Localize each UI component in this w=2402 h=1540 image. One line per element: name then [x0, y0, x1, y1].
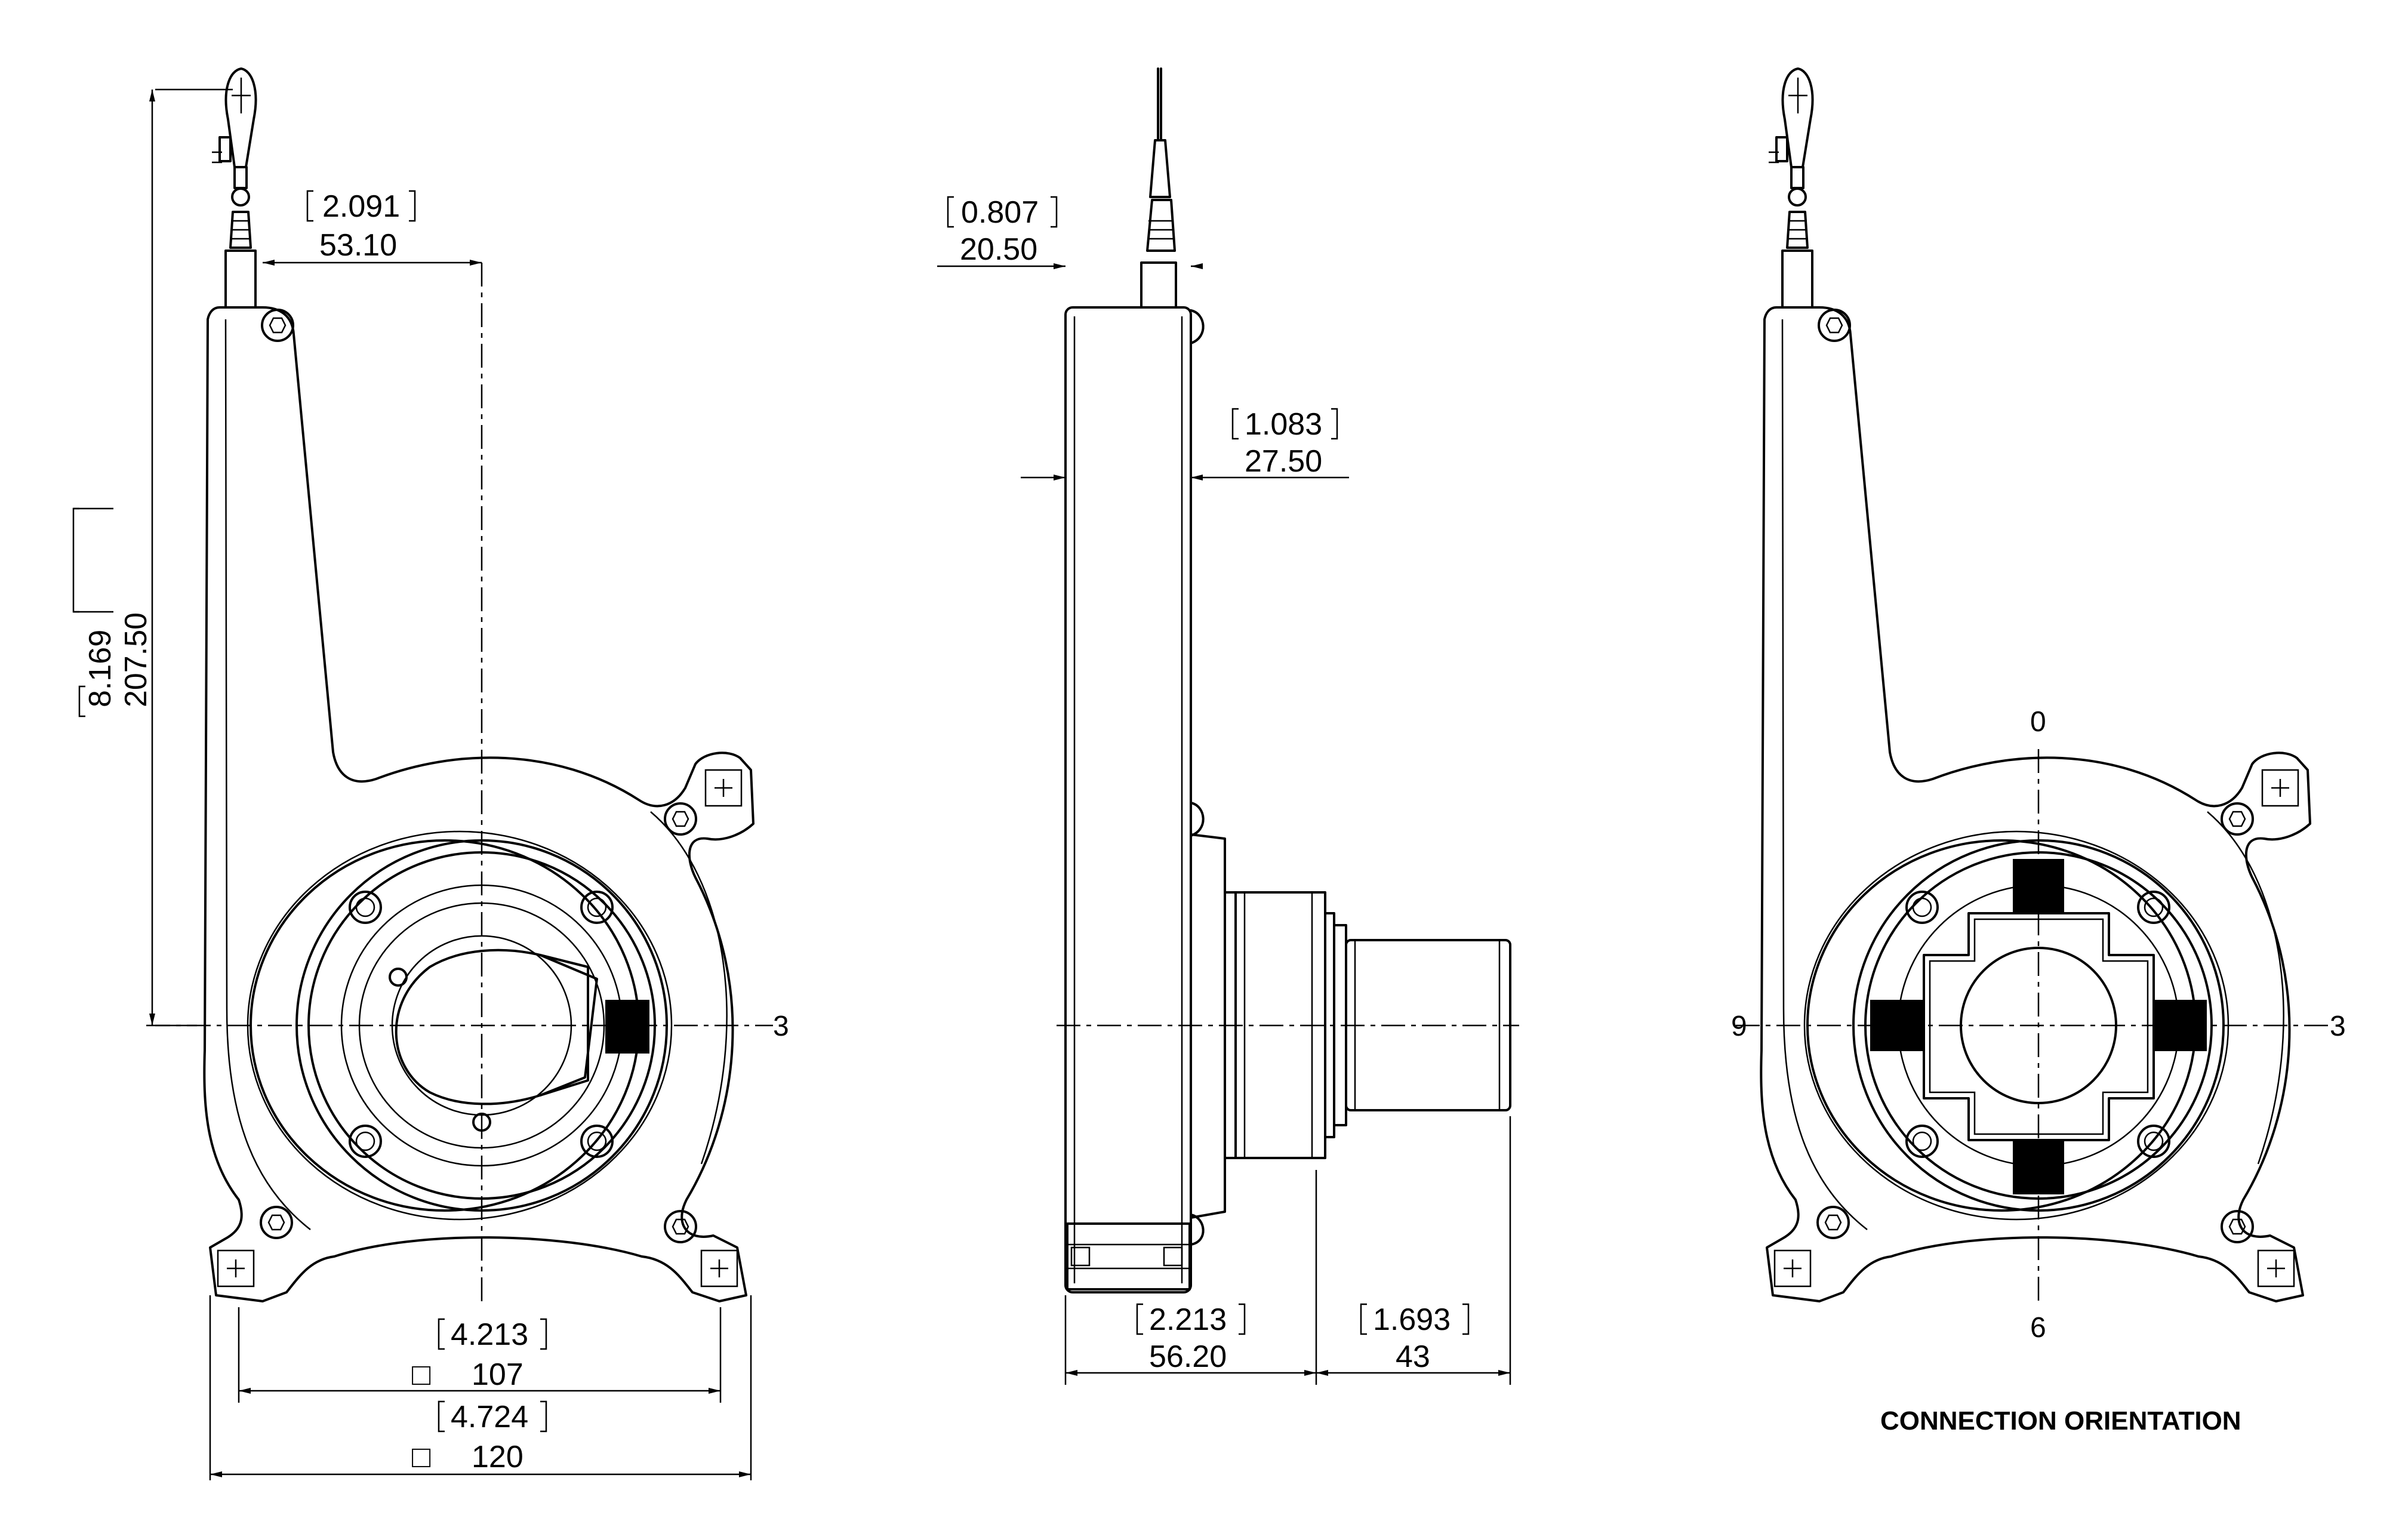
- dim-body-depth-inch: 1.083: [1245, 407, 1322, 442]
- flange-bolt-bl: [349, 1125, 382, 1158]
- dim-body-depth: 1.083 27.50: [1021, 407, 1349, 481]
- side-view: [1057, 67, 1519, 1293]
- dim-side-offset: 0.807 20.50: [937, 195, 1203, 269]
- dim-side-offset-mm: 20.50: [960, 232, 1037, 267]
- cable-clip: [212, 67, 257, 309]
- dim-flange-depth: 2.213 56.20: [1064, 1170, 1317, 1385]
- dim-inner-square-mm: 107: [472, 1357, 523, 1392]
- screw-top: [261, 309, 294, 342]
- dim-inner-square: 4.213 □ 107: [238, 1307, 722, 1403]
- front-orientation-3: 3: [773, 1011, 789, 1042]
- dim-connector-length: 1.693 43: [1316, 1116, 1511, 1385]
- dim-inner-square-inch: 4.213: [451, 1317, 528, 1352]
- side-housing: [1064, 306, 1192, 1293]
- orientation-view: 0 3 6 9: [1731, 67, 2346, 1344]
- flange-bolt-br: [580, 1125, 614, 1158]
- flange-bolt-tl-right: [1905, 891, 1939, 924]
- connector-3: [605, 1000, 649, 1054]
- mount-hole-bottom-right: [700, 1249, 738, 1288]
- flange-bolt-tr-right: [2137, 891, 2170, 924]
- dim-outer-square-symbol: □: [412, 1440, 431, 1474]
- dim-flange-depth-inch: 2.213: [1149, 1302, 1227, 1337]
- flange-bolt-tr: [580, 891, 614, 924]
- orientation-label-0: 0: [2030, 706, 2046, 738]
- front-view: 3: [146, 67, 789, 1307]
- dim-outer-square-mm: 120: [472, 1440, 523, 1474]
- dim-connector-length-mm: 43: [1396, 1339, 1430, 1374]
- dim-inner-square-symbol: □: [412, 1357, 431, 1392]
- orientation-label-6: 6: [2030, 1312, 2046, 1344]
- dim-total-height: 8.169 207.50: [72, 88, 233, 1027]
- orientation-label-9: 9: [1731, 1011, 1747, 1042]
- dim-hook-offset: 2.091 53.10: [263, 189, 482, 266]
- dim-total-height-mm: 207.50: [119, 612, 153, 707]
- dim-side-offset-inch: 0.807: [961, 195, 1039, 230]
- screw-right: [664, 802, 697, 836]
- dim-hook-offset-inch: 2.091: [322, 189, 400, 224]
- connection-orientation-caption: CONNECTION ORIENTATION: [1880, 1406, 2241, 1436]
- orientation-label-3: 3: [2330, 1011, 2346, 1042]
- mount-hole-top-right: [704, 769, 743, 807]
- front-housing: [203, 306, 755, 1302]
- dim-connector-length-inch: 1.693: [1373, 1302, 1451, 1337]
- flange-bolt-bl-right: [1905, 1125, 1939, 1158]
- dim-hook-offset-mm: 53.10: [319, 228, 397, 263]
- dim-outer-square-inch: 4.724: [451, 1400, 528, 1434]
- dim-outer-square: 4.724 □ 120: [209, 1295, 752, 1480]
- dim-body-depth-mm: 27.50: [1245, 444, 1322, 479]
- flange-bolt-tl: [349, 891, 382, 924]
- mount-hole-bottom-left: [217, 1249, 255, 1288]
- cable-clip-right: [1769, 67, 1814, 309]
- screw-bottom-left: [260, 1206, 293, 1239]
- screw-bottom-right: [664, 1210, 697, 1243]
- dim-total-height-inch: 8.169: [83, 630, 118, 707]
- flange-bolt-br-right: [2137, 1125, 2170, 1158]
- dim-flange-depth-mm: 56.20: [1149, 1339, 1227, 1374]
